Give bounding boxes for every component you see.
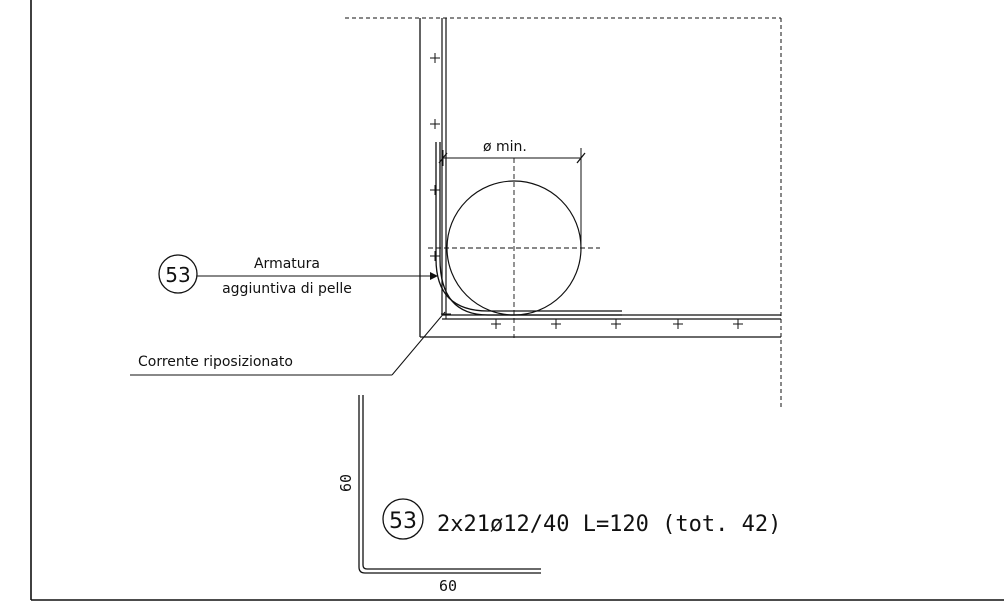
corner-bar-label: Corrente riposizionato bbox=[138, 354, 293, 370]
diameter-dimension bbox=[438, 148, 586, 248]
corner-bar-callout bbox=[130, 311, 446, 376]
leader-arrow bbox=[430, 272, 438, 280]
bar-mark-number: 53 bbox=[165, 263, 190, 287]
callout-label-line1: Armatura bbox=[254, 256, 320, 272]
bar-shape-drawing bbox=[358, 395, 541, 574]
bar-mark-bubble bbox=[158, 254, 198, 294]
bar-section-markers bbox=[430, 53, 743, 329]
concrete-outline bbox=[345, 17, 782, 410]
bar-marker bbox=[551, 319, 561, 329]
vertical-leg-length: 60 bbox=[337, 474, 355, 492]
bar-specification: 2x21ø12/40 L=120 (tot. 42) bbox=[437, 512, 781, 537]
bar-marker bbox=[430, 53, 440, 63]
bar-marker bbox=[673, 319, 683, 329]
sheet-border bbox=[30, 0, 1004, 601]
skin-reinforcement-bar bbox=[435, 142, 622, 316]
bar-marker bbox=[491, 319, 501, 329]
bar-marker bbox=[611, 319, 621, 329]
diameter-label: ø min. bbox=[483, 139, 527, 155]
bar-53-callout bbox=[158, 254, 438, 294]
schedule-mark-bubble bbox=[382, 498, 424, 540]
bar-marker bbox=[430, 185, 440, 195]
callout-label-line2: aggiuntiva di pelle bbox=[222, 281, 352, 297]
vertical-bars bbox=[441, 18, 447, 315]
bar-marker bbox=[430, 119, 440, 129]
schedule-mark-number: 53 bbox=[389, 509, 417, 534]
bar-marker bbox=[430, 251, 440, 261]
horizontal-leg-length: 60 bbox=[439, 577, 457, 595]
bar-marker bbox=[733, 319, 743, 329]
